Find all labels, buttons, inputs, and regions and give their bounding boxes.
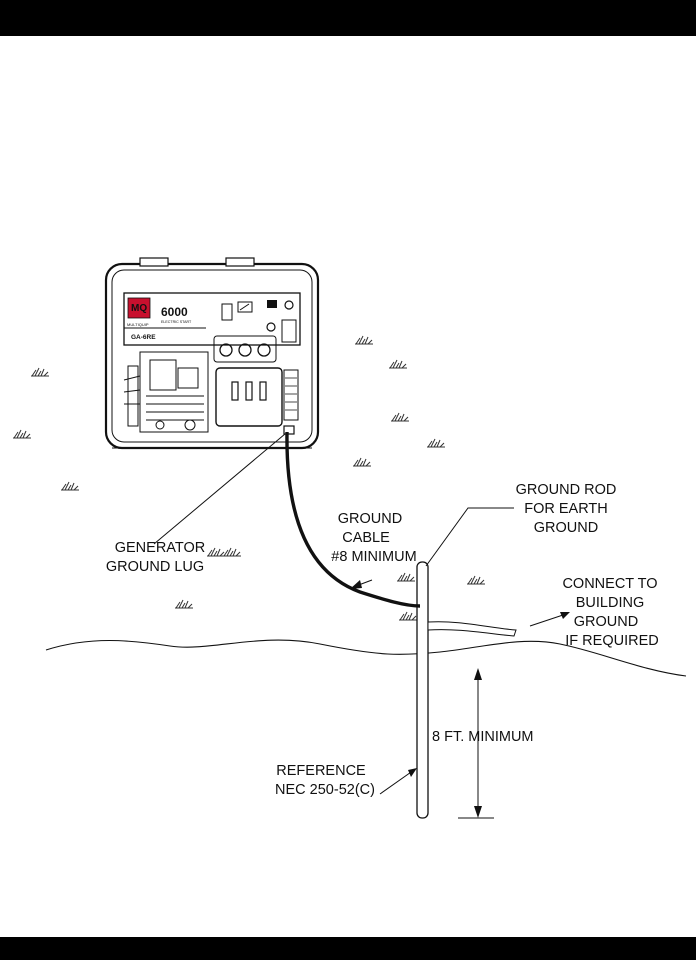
- model-code: GA-6RE: [131, 334, 156, 341]
- start-type-label: ELECTRIC START: [161, 320, 192, 324]
- generator-lug-label-line1: GENERATOR: [115, 540, 206, 556]
- arrowhead-icon: [474, 806, 482, 818]
- grass-tuft-icon: [206, 547, 226, 557]
- grass-tuft-icon: [390, 412, 410, 422]
- ground-cable-label-line2: CABLE: [342, 530, 390, 546]
- building-label-line1: CONNECT TO: [562, 576, 657, 592]
- grass-tuft-icon: [60, 481, 80, 491]
- ground-cable-label-line1: GROUND: [338, 511, 402, 527]
- arrowhead-icon: [474, 668, 482, 680]
- generator-ground-lug: [283, 425, 295, 435]
- grass-tuft-icon: [426, 438, 446, 448]
- ground-rod: [416, 561, 429, 819]
- ground-rod-label-line2: FOR EARTH: [524, 501, 608, 517]
- grass-tuft-icon: [222, 547, 242, 557]
- arrowhead-icon: [350, 580, 362, 589]
- grass-tuft-icon: [388, 359, 408, 369]
- brand-sub-text: MULTIQUIP: [127, 322, 149, 327]
- grass-tuft-icon: [352, 457, 372, 467]
- depth-label: 8 FT. MINIMUM: [432, 729, 534, 745]
- grass-tuft-icon: [174, 599, 194, 609]
- building-label-line4: IF REQUIRED: [565, 633, 658, 649]
- lug-leader-line: [153, 433, 286, 545]
- model-number: 6000: [161, 305, 188, 319]
- ground-cable: [285, 431, 421, 608]
- grass-tuft-icon: [396, 572, 416, 582]
- building-leader-line: [529, 613, 567, 627]
- generator-unit: MQ MULTIQUIP 6000 ELECTRIC START GA-6RE: [104, 257, 320, 450]
- footer-band: [0, 937, 696, 960]
- header-band: [0, 0, 696, 36]
- grass-tuft-icon: [30, 367, 50, 377]
- building-label-line3: GROUND: [574, 614, 638, 630]
- grass-tuft-icon: [12, 429, 32, 439]
- rod-leader-line: [425, 507, 514, 567]
- grass-tuft-icon: [398, 611, 418, 621]
- building-label-line2: BUILDING: [576, 595, 645, 611]
- grass-tuft-icon: [354, 335, 374, 345]
- ground-cable-label-line3: #8 MINIMUM: [331, 549, 416, 565]
- ground-rod-label-line1: GROUND ROD: [516, 482, 617, 498]
- reference-label-line2: NEC 250-52(C): [275, 782, 375, 798]
- brand-logo-text: MQ: [131, 303, 147, 314]
- grass-tuft-icon: [466, 575, 486, 585]
- reference-label-line1: REFERENCE: [276, 763, 366, 779]
- reference-leader-line: [379, 769, 415, 795]
- building-ground-cable: [427, 621, 517, 637]
- arrowhead-icon: [560, 612, 570, 619]
- ground-rod-label-line3: GROUND: [534, 520, 598, 536]
- ground-surface-line: [45, 639, 687, 677]
- arrowhead-icon: [408, 768, 417, 777]
- brand-logo: [127, 297, 151, 319]
- generator-lug-label-line2: GROUND LUG: [106, 559, 204, 575]
